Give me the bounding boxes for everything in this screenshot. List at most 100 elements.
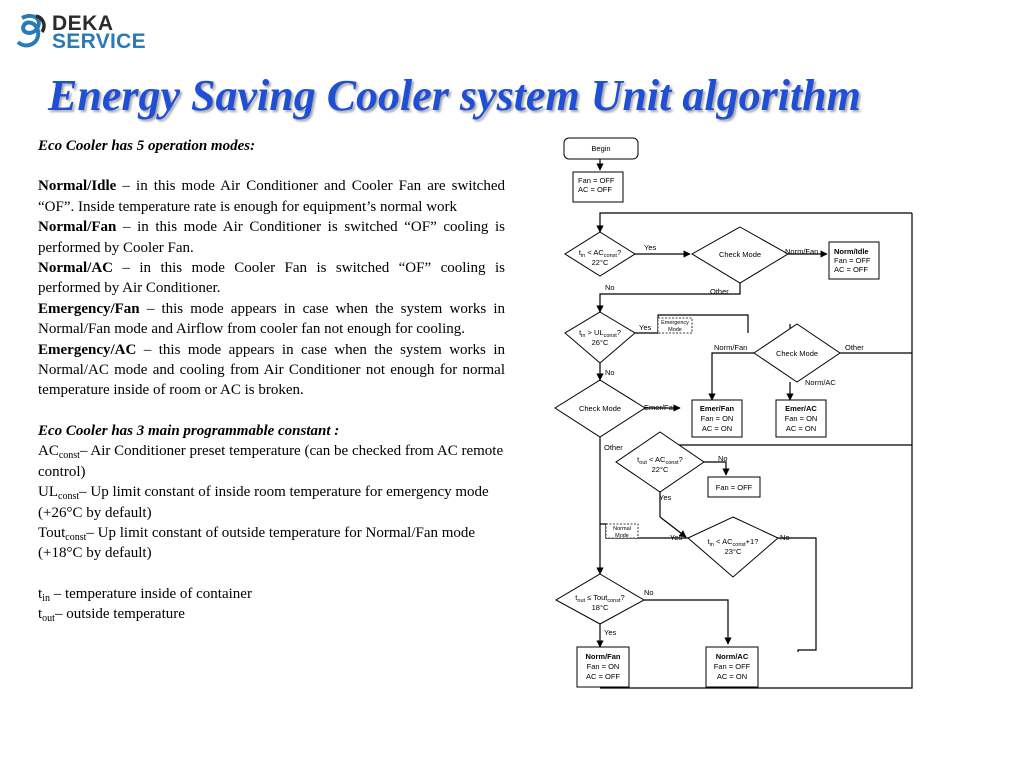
mode-item: Normal/Fan – in this mode Air Conditione… — [38, 217, 505, 258]
variable-desc: – temperature inside of container — [49, 585, 252, 602]
init-line-2: AC = OFF — [578, 185, 612, 194]
norm-idle-line-2: AC = OFF — [834, 265, 868, 274]
constant-sub: const — [58, 491, 80, 503]
norm-ac-title: Norm/AC — [716, 652, 749, 661]
page-title: Energy Saving Cooler system Unit algorit… — [48, 71, 861, 120]
variable-item: tout– outside temperature — [38, 604, 505, 624]
check-mode-1 — [691, 226, 789, 284]
d2-sub-1: in — [581, 333, 585, 339]
edge-label-other: Other — [604, 443, 623, 452]
decision-tin-lt-acconst-plus1 — [687, 516, 779, 578]
norm-fan-box — [576, 646, 630, 688]
mode-item: Emergency/Fan – this mode appears in cas… — [38, 299, 505, 340]
variable-name: t — [38, 585, 43, 602]
logo-text-service: SERVICE — [52, 30, 146, 53]
edge-label-norm-fan: Norm/Fan — [785, 247, 818, 256]
norm-fan-title: Norm/Fan — [585, 652, 620, 661]
edge-label-yes: Yes — [670, 533, 682, 542]
init-box — [572, 171, 624, 203]
decision-d5-line-1: tout ≤ Toutconst? — [575, 593, 624, 604]
normal-mode-box — [605, 523, 639, 539]
mode-desc: – in this mode Air Conditioner is switch… — [38, 219, 505, 256]
d1-sub-2: const — [604, 253, 618, 259]
mode-desc: – in this mode Cooler Fan is switched “O… — [38, 260, 505, 297]
decision-tout-le-toutconst — [554, 573, 646, 625]
edge-label-other: Other — [710, 287, 729, 296]
algorithm-flowchart: Begin Fan = OFF AC = OFF tin < ACconst? … — [554, 137, 913, 689]
mode-item: Normal/Idle – in this mode Air Condition… — [38, 176, 505, 217]
constant-item: ULconst– Up limit constant of inside roo… — [38, 482, 505, 523]
constant-sub: const — [65, 531, 87, 543]
mode-desc: – this mode appears in case when the sys… — [38, 341, 505, 399]
emer-fan-line-1: Fan = ON — [701, 414, 734, 423]
fan-off-box — [707, 476, 761, 498]
emer-fan-title: Emer/Fan — [700, 404, 735, 413]
init-line-1: Fan = OFF — [578, 176, 615, 185]
check-mode-3 — [554, 379, 646, 438]
mode-item: Emergency/AC – this mode appears in case… — [38, 340, 505, 401]
d5-op: ≤ Tout — [585, 593, 608, 602]
check-mode-1-label: Check Mode — [719, 250, 761, 259]
deka-service-logo: DEKA SERVICE — [14, 12, 154, 54]
constant-desc: – Up limit constant of inside room tempe… — [38, 484, 489, 521]
mode-item: Normal/AC – in this mode Cooler Fan is s… — [38, 258, 505, 299]
constant-sub: const — [58, 450, 80, 462]
edge-label-no: No — [605, 283, 615, 292]
edge-label-yes: Yes — [659, 493, 671, 502]
decision-d5-line-2: 18°C — [592, 603, 609, 612]
d3-sub-1: out — [639, 460, 647, 466]
emer-fan-box — [691, 399, 743, 438]
edge-label-no: No — [605, 368, 615, 377]
edge-label-norm-fan: Norm/Fan — [714, 343, 747, 352]
emer-ac-line-1: Fan = ON — [785, 414, 818, 423]
decision-d2-line-1: tin > ULconst? — [579, 328, 621, 339]
constant-name: UL — [38, 484, 58, 501]
norm-fan-line-1: Fan = ON — [587, 662, 620, 671]
mode-desc: – in this mode Air Conditioner and Coole… — [38, 178, 505, 215]
edge-label-yes: Yes — [604, 628, 616, 637]
emer-fan-line-2: AC = ON — [702, 424, 732, 433]
decision-tin-gt-ulconst — [564, 311, 636, 364]
constant-item: Toutconst– Up limit constant of outside … — [38, 523, 505, 564]
edge-label-yes: Yes — [644, 243, 656, 252]
mode-name: Normal/Fan — [38, 219, 117, 236]
d5-sub-2: const — [607, 598, 621, 604]
d1-t: t — [579, 248, 582, 257]
norm-idle-line-1: Fan = OFF — [834, 256, 871, 265]
d4-sub-1: in — [710, 542, 714, 548]
constant-name: Tout — [38, 524, 66, 541]
constant-desc: – Air Conditioner preset temperature (ca… — [38, 443, 504, 480]
norm-ac-box — [705, 646, 759, 688]
d4-t: t — [708, 537, 711, 546]
norm-idle-box — [828, 241, 880, 280]
decision-d1-line-2: 22°C — [592, 258, 609, 267]
d4-sub-2: const — [733, 542, 747, 548]
logo-text-deka: DEKA — [52, 12, 114, 35]
d3-t: t — [637, 455, 640, 464]
norm-ac-line-2: AC = ON — [717, 672, 747, 681]
constant-name: AC — [38, 443, 59, 460]
d1-sub-1: in — [581, 253, 585, 259]
edge-label-other: Other — [845, 343, 864, 352]
norm-ac-line-1: Fan = OFF — [714, 662, 751, 671]
decision-d3-line-1: tout < ACconst? — [637, 455, 683, 466]
normal-mode-line-2: Mode — [615, 533, 629, 539]
begin-terminal — [563, 137, 639, 160]
d3-sub-2: const — [665, 460, 679, 466]
mode-name: Emergency/AC — [38, 341, 137, 358]
d3-q: ? — [679, 455, 683, 464]
flow-connectors — [596, 159, 913, 689]
emergency-mode-line-2: Mode — [668, 327, 682, 333]
check-mode-2 — [753, 323, 841, 383]
norm-fan-line-2: AC = OFF — [586, 672, 620, 681]
check-mode-2-label: Check Mode — [776, 349, 818, 358]
d3-op: < AC — [647, 455, 666, 464]
variable-item: tin – temperature inside of container — [38, 584, 505, 604]
variable-sub: out — [42, 613, 55, 625]
variable-name: t — [38, 606, 43, 623]
emer-ac-title: Emer/AC — [785, 404, 817, 413]
decision-d2-line-2: 26°C — [592, 338, 609, 347]
edge-label-yes: Yes — [639, 323, 651, 332]
constant-desc: – Up limit constant of outside temperatu… — [38, 524, 476, 562]
d5-sub-1: out — [577, 598, 585, 604]
